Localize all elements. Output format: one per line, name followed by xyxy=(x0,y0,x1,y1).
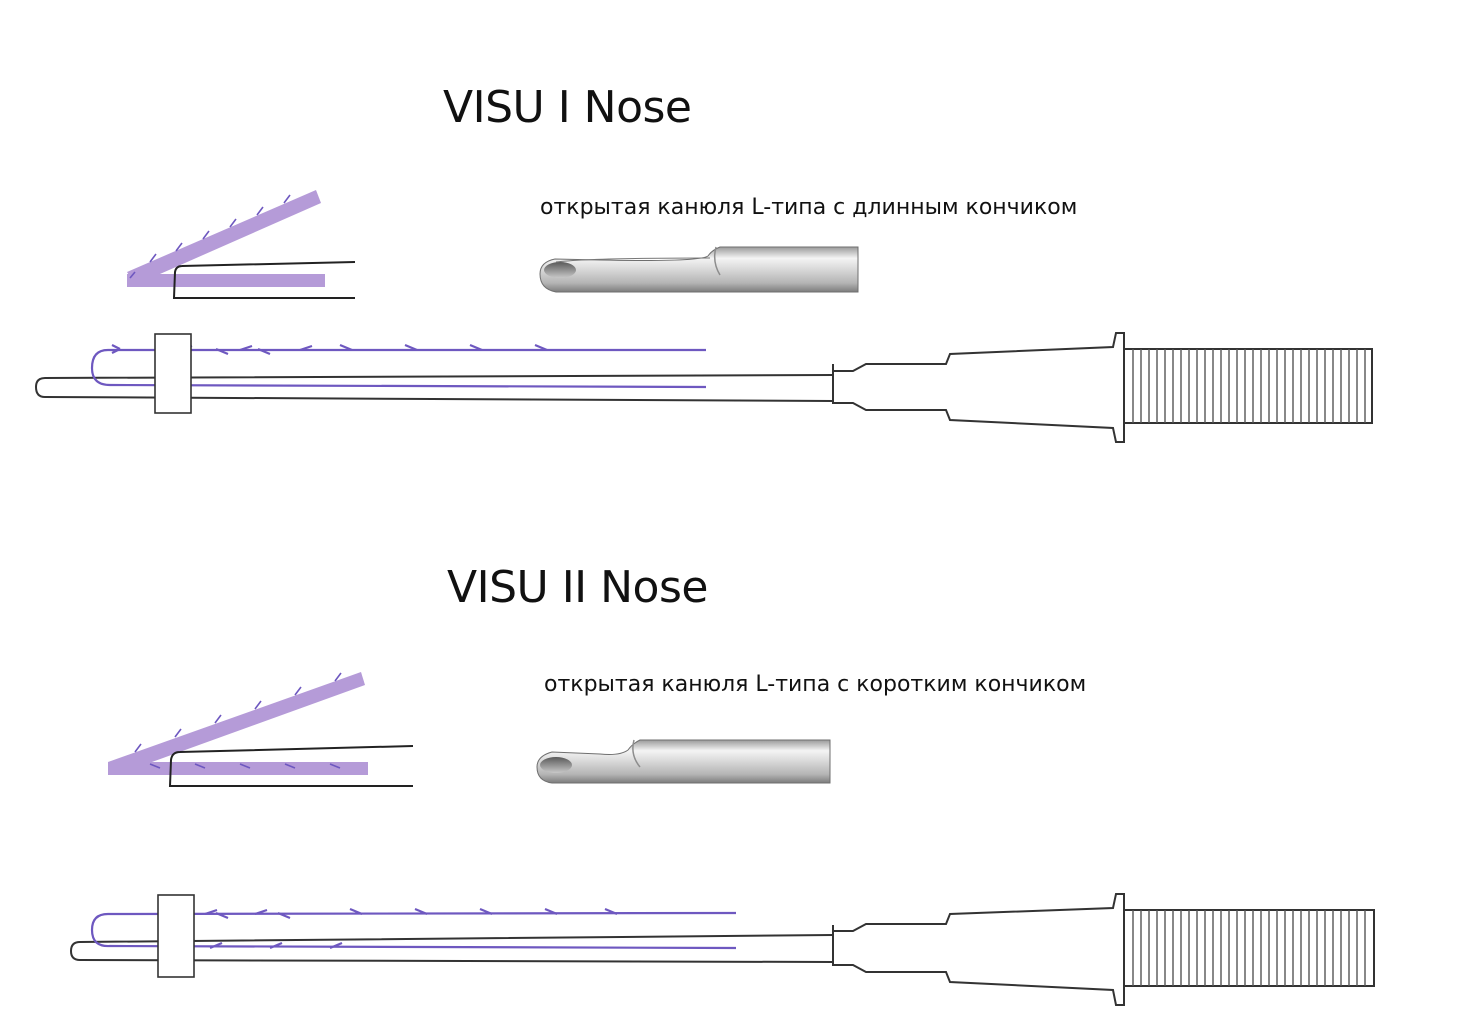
needle-hub-icon xyxy=(1132,910,1366,986)
needle-hub-icon xyxy=(1132,349,1366,423)
cannula-assembly-icon xyxy=(34,332,1373,443)
section-1-title: VISU I Nose xyxy=(443,82,692,133)
cannula-tip-photo xyxy=(536,739,831,784)
thread-loop-2 xyxy=(90,907,737,950)
cannula-tip-photo xyxy=(539,246,859,293)
section-1-caption: открытая канюля L-типа с длинным кончико… xyxy=(540,195,1078,220)
cannula-sleeve-1 xyxy=(154,333,192,414)
cannula-assembly-icon xyxy=(69,893,1375,1006)
section-2-title: VISU II Nose xyxy=(447,562,708,613)
cannula-sleeve-2 xyxy=(157,894,195,978)
thread-fold-icon xyxy=(108,672,414,787)
section-2-caption: открытая канюля L-типа с коротким кончик… xyxy=(544,672,1087,697)
thread-fold-icon xyxy=(127,190,356,299)
